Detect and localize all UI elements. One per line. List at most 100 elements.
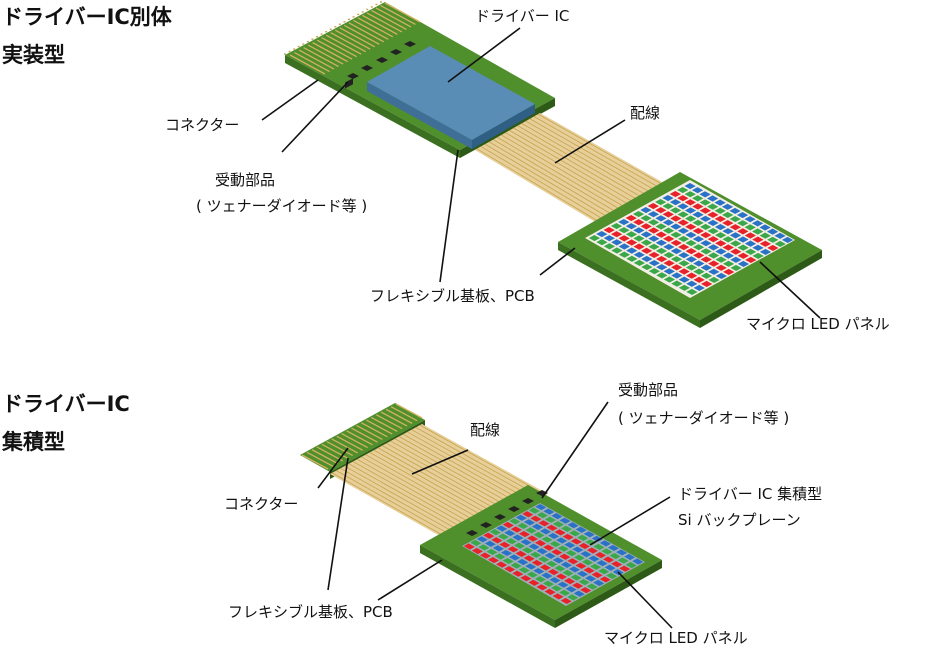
- led-pixel: [471, 547, 483, 555]
- led-pixel: [599, 540, 611, 547]
- led-pixel: [707, 227, 719, 235]
- led-pixel: [565, 550, 577, 557]
- led-pixel: [663, 235, 675, 242]
- led-pixel: [585, 575, 597, 582]
- led-pixel: [618, 235, 630, 242]
- led-pixel: [663, 251, 675, 259]
- led-pixel: [677, 203, 689, 210]
- led-pixel: [625, 239, 638, 246]
- led-pixel: [530, 515, 542, 522]
- led-pixel: [609, 552, 621, 560]
- led-pixel: [596, 560, 608, 567]
- connector-finger: [361, 422, 388, 438]
- led-pixel: [504, 530, 516, 537]
- passive-chip: [494, 514, 506, 520]
- led-pixel: [567, 558, 579, 565]
- led-pixel: [583, 531, 595, 538]
- label-micro-led-bottom: マイクロ LED パネル: [604, 629, 748, 647]
- led-pixel: [564, 541, 576, 549]
- led-pixel: [715, 264, 727, 271]
- ribbon-trace: [331, 472, 459, 545]
- connector-finger: [384, 2, 421, 23]
- led-pixel: [528, 579, 540, 586]
- led-pixel: [575, 526, 587, 533]
- led-pixel: [496, 561, 508, 568]
- led-pixel: [692, 219, 704, 226]
- ribbon-trace: [386, 442, 513, 515]
- led-pixel: [564, 578, 576, 585]
- connector-finger: [294, 51, 330, 73]
- led-pixel: [562, 533, 574, 541]
- led-pixel: [632, 210, 645, 218]
- led-pixel: [692, 195, 704, 202]
- led-pixel: [647, 202, 659, 210]
- ribbon-trace: [398, 436, 526, 508]
- led-pixel: [737, 220, 749, 227]
- led-pixel: [497, 533, 509, 540]
- led-pixel: [648, 227, 660, 234]
- led-pixel: [700, 231, 712, 239]
- led-pixel: [580, 587, 592, 594]
- led-pixel: [618, 251, 631, 258]
- led-pixel: [486, 548, 498, 556]
- led-pixel: [552, 593, 564, 600]
- led-pixel: [559, 589, 571, 596]
- connector-finger: [366, 12, 403, 33]
- led-pixel: [699, 199, 711, 206]
- led-pixel: [708, 276, 720, 284]
- ribbon-trace: [501, 134, 640, 217]
- led-pixel: [517, 558, 529, 566]
- led-pixel: [648, 235, 660, 242]
- connector-finger: [303, 47, 339, 68]
- led-pixel: [723, 268, 735, 276]
- led-pixel: [685, 264, 698, 271]
- led-pixel: [523, 555, 535, 562]
- led-pixel: [759, 232, 771, 239]
- label-passive-bottom-2: ( ツェナーダイオード等 ): [618, 409, 790, 427]
- led-pixel: [580, 551, 592, 558]
- led-pixel: [640, 231, 653, 238]
- connector-finger: [298, 49, 335, 70]
- led-pixel: [744, 216, 756, 223]
- led-pixel: [500, 549, 513, 557]
- led-pixel: [476, 536, 488, 543]
- led-pixel: [585, 539, 597, 546]
- led-pixel: [610, 231, 623, 238]
- led-pixel: [684, 207, 697, 214]
- led-pixel: [569, 530, 581, 537]
- connector-finger: [321, 37, 357, 58]
- led-pixel: [677, 195, 689, 202]
- led-pixel: [678, 284, 691, 291]
- led-pixel: [685, 256, 698, 263]
- led-pixel: [560, 561, 572, 568]
- led-pixel: [730, 264, 742, 272]
- led-pixel: [715, 248, 727, 255]
- led-pixel: [714, 199, 726, 206]
- led-pixel: [677, 235, 690, 243]
- led-pixel: [562, 569, 574, 577]
- led-pixel: [744, 224, 756, 231]
- led-pixel: [487, 557, 500, 564]
- led-pixel: [648, 259, 660, 267]
- led-pixel: [767, 244, 779, 252]
- led-pixel: [528, 543, 540, 550]
- label-connector-top: コネクター: [165, 116, 240, 134]
- led-pixel: [654, 198, 667, 206]
- led-pixel: [722, 219, 734, 227]
- led-pixel: [700, 240, 712, 247]
- led-pixel: [707, 211, 719, 218]
- connector-finger: [316, 39, 353, 60]
- led-pixel: [588, 234, 601, 242]
- led-pixel: [570, 538, 582, 545]
- led-pixel: [677, 227, 690, 234]
- led-pixel: [640, 247, 653, 254]
- led-pixel: [670, 223, 682, 230]
- ribbon-trace: [497, 136, 636, 219]
- led-pixel: [509, 518, 521, 525]
- led-pixel: [766, 228, 779, 235]
- led-pixel: [699, 223, 712, 231]
- led-pixel: [678, 276, 690, 283]
- ribbon-trace: [390, 440, 517, 512]
- led-pixel: [633, 235, 645, 242]
- connector-finger: [312, 42, 348, 63]
